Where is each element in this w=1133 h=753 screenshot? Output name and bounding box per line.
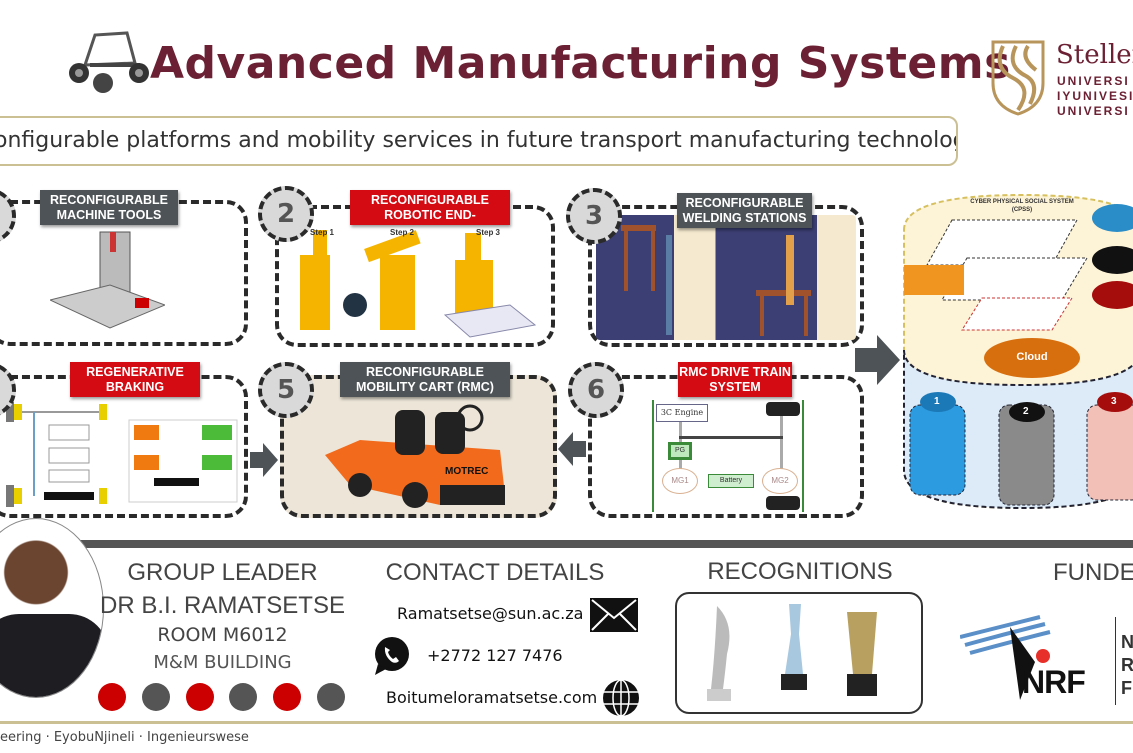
footer-text: eering · EyobuNjineli · Ingenieurswese — [0, 730, 249, 745]
step-number: 2 — [258, 186, 314, 242]
nrf-logo: NRF N R F — [960, 612, 1133, 707]
robot-arms-image — [295, 225, 540, 343]
panel-label: RECONFIGURABLE MACHINE TOOLS — [40, 190, 178, 225]
mobility-cart-image: MOTREC — [320, 400, 520, 510]
step-number: 5 — [258, 362, 314, 418]
envelope-icon — [590, 598, 638, 637]
whatsapp-icon — [372, 636, 412, 681]
machine-tool-image — [48, 230, 167, 330]
email-link[interactable]: Ramatsetse@sun.ac.za — [397, 604, 584, 623]
panel-label: RMC DRIVE TRAIN SYSTEM — [678, 362, 792, 397]
decor-dot — [273, 683, 301, 711]
subtitle-banner: onfigurable platforms and mobility servi… — [0, 116, 958, 166]
welding-simulation-image — [596, 215, 856, 340]
website-link[interactable]: Boitumeloramatsetse.com — [386, 688, 598, 707]
phone-number[interactable]: +2772 127 7476 — [427, 646, 563, 665]
panel-label: RECONFIGURABLE MOBILITY CART (RMC) — [340, 362, 510, 397]
recognitions-heading: RECOGNITIONS — [707, 558, 893, 585]
decor-dot — [186, 683, 214, 711]
awards-box — [675, 592, 923, 714]
cpss-diagram: CYBER PHYSICAL SOCIAL SYSTEM (CPSS) Clou… — [902, 190, 1133, 512]
leader-name: DR B.I. RAMATSETSE — [100, 592, 345, 619]
panel-label: REGENERATIVE BRAKING — [70, 362, 200, 397]
step-number: 6 — [568, 362, 624, 418]
university-logo: Stellen UNIVERSI IYUNIVESI UNIVERSI — [988, 38, 1133, 118]
group-leader-heading: GROUP LEADER — [127, 559, 318, 586]
arrow-left-icon — [558, 432, 586, 471]
decor-dot — [229, 683, 257, 711]
funders-heading: FUNDE — [1053, 559, 1133, 586]
contact-heading: CONTACT DETAILS — [385, 559, 605, 586]
decor-dot — [142, 683, 170, 711]
page-title: Advanced Manufacturing Systems — [150, 38, 1011, 89]
decor-dot — [98, 683, 126, 711]
globe-icon — [601, 678, 641, 723]
step-number: 3 — [566, 188, 622, 244]
panel-label: RECONFIGURABLE WELDING STATIONS — [677, 193, 812, 228]
divider-bar — [60, 540, 1133, 548]
decor-dot — [317, 683, 345, 711]
arrow-right-icon — [855, 335, 900, 390]
drive-train-diagram: 3C Engine PG MG1 Battery MG2 — [652, 400, 804, 512]
leader-photo — [0, 518, 104, 698]
braking-diagram — [4, 400, 238, 510]
panel-label: RECONFIGURABLE ROBOTIC END- — [350, 190, 510, 225]
leader-building: M&M BUILDING — [153, 652, 292, 673]
buggy-icon — [65, 25, 153, 95]
footer-line — [0, 721, 1133, 724]
leader-room: ROOM M6012 — [157, 624, 288, 646]
arrow-right-icon — [250, 443, 278, 482]
